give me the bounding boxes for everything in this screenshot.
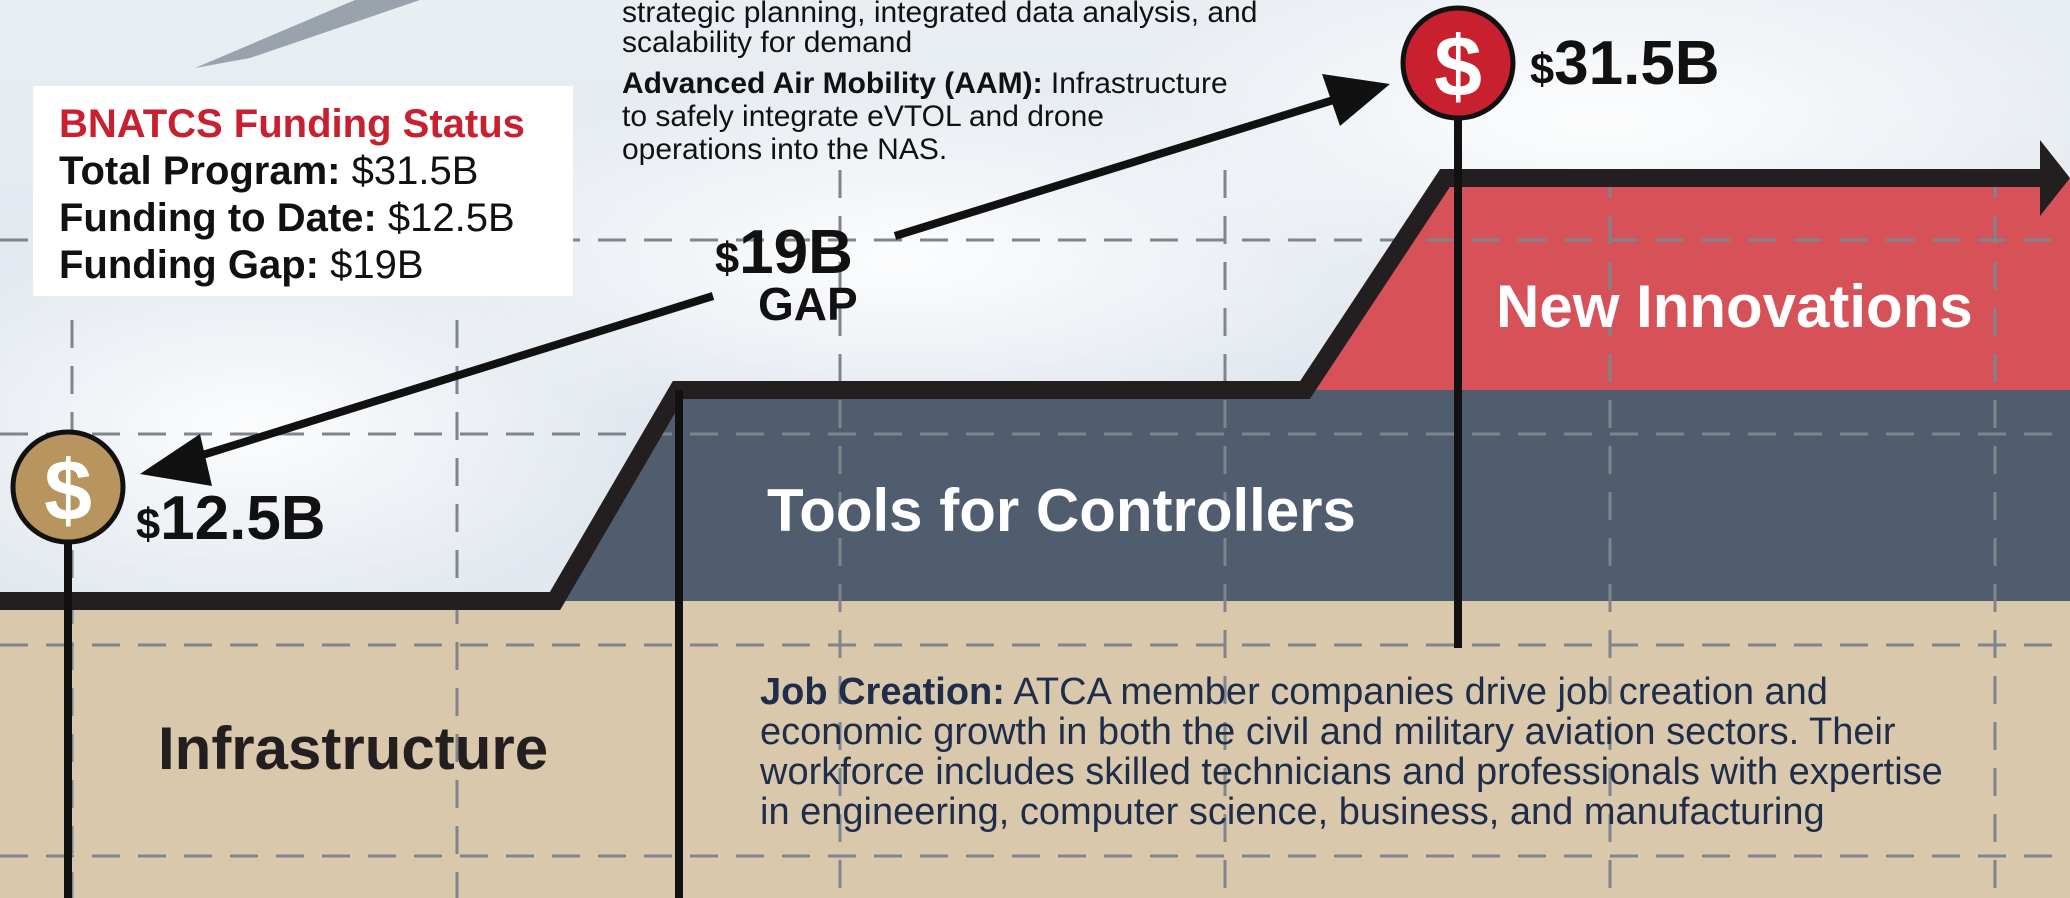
status-total-row: Total Program: $31.5B bbox=[59, 148, 573, 195]
aam-text-line1: Advanced Air Mobility (AAM): Infrastruct… bbox=[622, 67, 1228, 100]
funding-step-line bbox=[0, 169, 2045, 610]
gap-arrowhead-right bbox=[1322, 74, 1390, 126]
job-creation-line1-rest: ATCA member companies drive job creation… bbox=[1004, 671, 1828, 713]
status-to-date-row: Funding to Date: $12.5B bbox=[59, 195, 573, 242]
total-funding-amount: $31.5B bbox=[1530, 33, 1720, 95]
current-funding-currency: $ bbox=[136, 501, 161, 549]
job-creation-text: Job Creation: ATCA member companies driv… bbox=[760, 672, 2040, 832]
strategic-planning-text-line2: scalability for demand bbox=[622, 26, 913, 59]
status-title: BNATCS Funding Status bbox=[59, 102, 525, 146]
status-gap-value: $19B bbox=[330, 243, 424, 287]
gap-arrowhead-left bbox=[140, 434, 212, 486]
current-funding-coin: $ bbox=[10, 429, 126, 545]
airplane-wing bbox=[195, 0, 420, 68]
status-gap-label: Funding Gap: bbox=[59, 243, 319, 287]
infrastructure-band bbox=[0, 601, 2070, 898]
status-gap-row: Funding Gap: $19B bbox=[59, 242, 573, 289]
gap-label: GAP bbox=[758, 278, 858, 330]
total-funding-value: 31.5B bbox=[1554, 29, 1720, 98]
gap-arrow-right bbox=[893, 94, 1342, 240]
tools-label: Tools for Controllers bbox=[767, 477, 1356, 544]
job-creation-line4: in engineering, computer science, busine… bbox=[760, 791, 1825, 833]
step-line-arrowhead bbox=[2040, 140, 2070, 216]
gap-currency: $ bbox=[715, 235, 740, 283]
total-funding-currency: $ bbox=[1530, 46, 1555, 94]
job-creation-line1: Job Creation: ATCA member companies driv… bbox=[760, 672, 2040, 712]
gap-arrow-left bbox=[178, 292, 715, 466]
status-to-date-value: $12.5B bbox=[387, 196, 515, 240]
innovations-band bbox=[1305, 178, 2070, 390]
status-total-value: $31.5B bbox=[351, 149, 479, 193]
dollar-coin-red bbox=[1400, 5, 1516, 121]
gap-value: 19B bbox=[739, 218, 853, 287]
status-total-label: Total Program: bbox=[59, 149, 341, 193]
strategic-planning-text-line1: strategic planning, integrated data anal… bbox=[622, 0, 1258, 29]
total-funding-coin: $ bbox=[1400, 5, 1516, 121]
infrastructure-label: Infrastructure bbox=[158, 715, 549, 782]
current-funding-value: 12.5B bbox=[160, 484, 326, 553]
job-creation-label: Job Creation: bbox=[760, 671, 1005, 713]
dollar-icon: $ bbox=[44, 443, 92, 539]
current-funding-amount: $12.5B bbox=[136, 488, 326, 550]
dollar-icon: $ bbox=[1434, 19, 1482, 115]
job-creation-line3: workforce includes skilled technicians a… bbox=[760, 751, 1943, 793]
funding-status-box: BNATCS Funding Status Total Program: $31… bbox=[33, 86, 573, 296]
dollar-coin-gold bbox=[10, 429, 126, 545]
innovations-label: New Innovations bbox=[1496, 273, 1973, 340]
status-to-date-label: Funding to Date: bbox=[59, 196, 377, 240]
tools-band bbox=[555, 390, 2070, 601]
gap-amount: $19B bbox=[715, 222, 853, 284]
aam-label: Advanced Air Mobility (AAM): bbox=[622, 67, 1043, 100]
aam-text-rest: Infrastructure bbox=[1042, 67, 1228, 100]
aam-text-line2: to safely integrate eVTOL and drone bbox=[622, 100, 1104, 133]
job-creation-line2: economic growth in both the civil and mi… bbox=[760, 711, 1896, 753]
aam-text-line3: operations into the NAS. bbox=[622, 133, 948, 166]
